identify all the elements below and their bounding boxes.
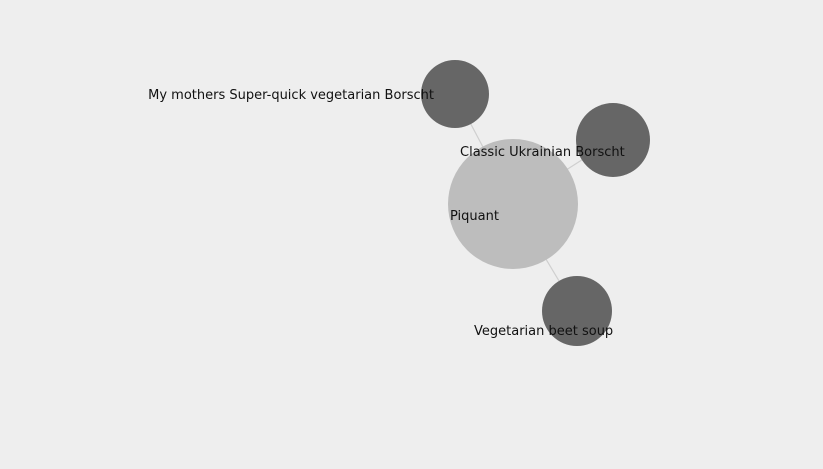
node-my-mothers-super-quick-vegetarian-borscht[interactable] <box>421 60 489 128</box>
nodes-layer <box>421 60 650 346</box>
node-label-my-mothers-super-quick-vegetarian-borscht: My mothers Super-quick vegetarian Borsch… <box>148 88 434 103</box>
node-classic-ukrainian-borscht[interactable] <box>576 103 650 177</box>
node-piquant[interactable] <box>448 139 578 269</box>
node-label-classic-ukrainian-borscht: Classic Ukrainian Borscht <box>460 145 625 160</box>
node-label-vegetarian-beet-soup: Vegetarian beet soup <box>474 324 613 339</box>
node-label-piquant: Piquant <box>450 209 499 224</box>
labels-layer: Piquant My mothers Super-quick vegetaria… <box>148 88 625 339</box>
node-vegetarian-beet-soup[interactable] <box>542 276 612 346</box>
